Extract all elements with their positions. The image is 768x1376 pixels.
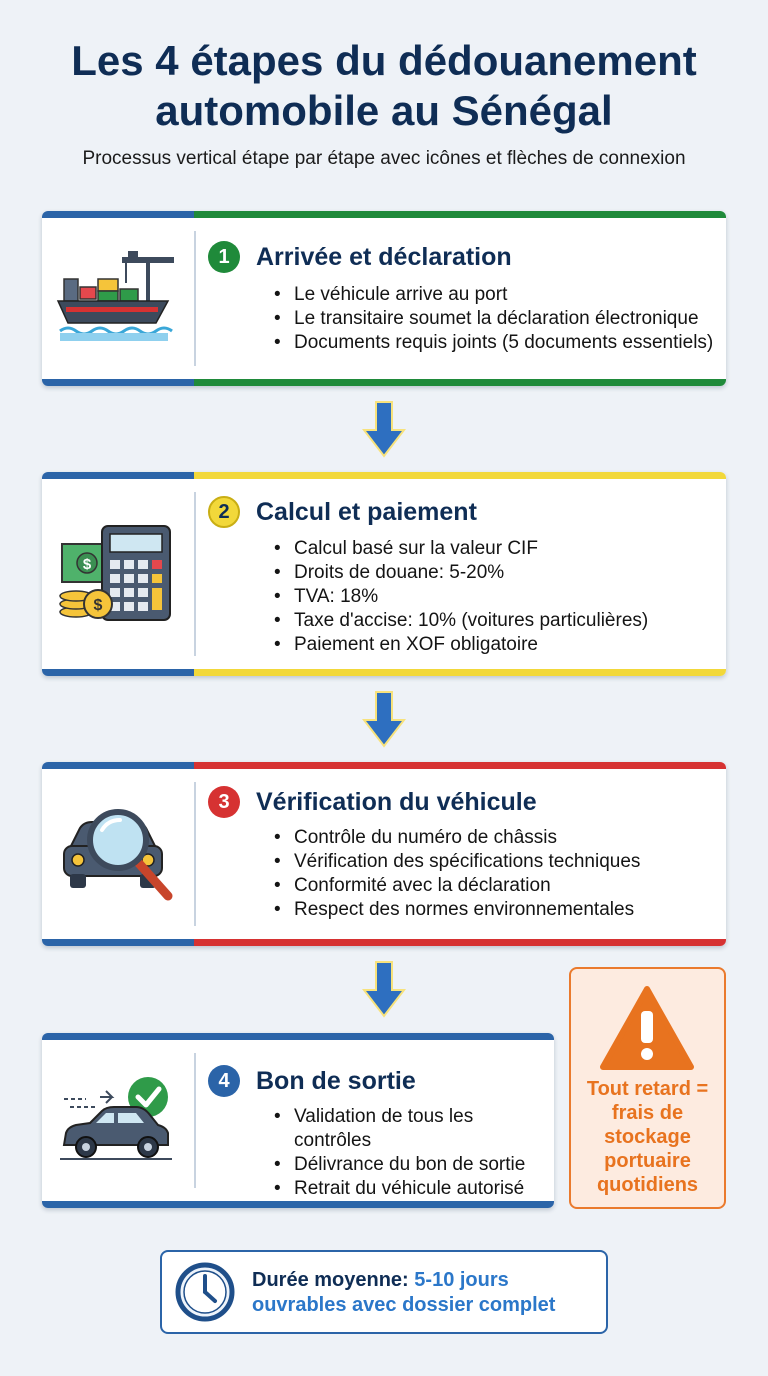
title-line-2: automobile au Sénégal — [155, 87, 613, 134]
list-item: Droits de douane: 5-20% — [274, 561, 648, 585]
list-item: TVA: 18% — [274, 585, 648, 609]
step-2-header: 2 Calcul et paiement — [208, 496, 477, 528]
list-item: Délivrance du bon de sortie — [274, 1153, 554, 1177]
list-item: Documents requis joints (5 documents ess… — [274, 331, 713, 355]
step-3-title: Vérification du véhicule — [256, 787, 537, 816]
arrow-down-icon — [361, 961, 407, 1018]
duration-text: Durée moyenne: 5-10 jours ouvrables avec… — [252, 1268, 602, 1318]
step-2-number: 2 — [208, 496, 240, 528]
step-1-title: Arrivée et déclaration — [256, 242, 512, 271]
car-magnifier-icon — [63, 809, 173, 901]
step-3-card: 3 Vérification du véhicule Contrôle du n… — [42, 762, 726, 946]
step-4-list: Validation de tous les contrôles Délivra… — [274, 1105, 554, 1201]
step-2-list: Calcul basé sur la valeur CIF Droits de … — [274, 537, 648, 657]
list-item: Paiement en XOF obligatoire — [274, 633, 648, 657]
svg-text:$: $ — [83, 556, 92, 573]
step-3-number: 3 — [208, 786, 240, 818]
duration-box: Durée moyenne: 5-10 jours ouvrables avec… — [160, 1250, 608, 1334]
list-item: Contrôle du numéro de châssis — [274, 826, 640, 850]
duration-rest: ouvrables avec dossier complet — [252, 1294, 556, 1316]
step-1-header: 1 Arrivée et déclaration — [208, 241, 512, 273]
page-subtitle: Processus vertical étape par étape avec … — [82, 148, 686, 169]
step-4-title: Bon de sortie — [256, 1066, 416, 1095]
list-item: Validation de tous les contrôles — [274, 1105, 554, 1153]
step-3-header: 3 Vérification du véhicule — [208, 786, 537, 818]
arrow-down-icon — [361, 691, 407, 748]
step-2-title: Calcul et paiement — [256, 497, 477, 526]
warning-box: Tout retard = frais de stockage portuair… — [569, 967, 726, 1209]
car-checkmark-icon — [60, 1077, 172, 1160]
list-item: Le véhicule arrive au port — [274, 283, 713, 307]
arrow-down-icon — [361, 401, 407, 458]
list-item: Calcul basé sur la valeur CIF — [274, 537, 648, 561]
title-line-1: Les 4 étapes du dédouanement — [71, 37, 697, 84]
list-item: Conformité avec la déclaration — [274, 874, 640, 898]
warning-triangle-icon — [600, 986, 694, 1070]
step-4-header: 4 Bon de sortie — [208, 1065, 416, 1097]
step-1-card: 1 Arrivée et déclaration Le véhicule arr… — [42, 211, 726, 386]
duration-label: Durée moyenne: — [252, 1269, 409, 1291]
list-item: Le transitaire soumet la déclaration éle… — [274, 307, 713, 331]
step-3-list: Contrôle du numéro de châssis Vérificati… — [274, 826, 640, 922]
step-4-number: 4 — [208, 1065, 240, 1097]
list-item: Vérification des spécifications techniqu… — [274, 850, 640, 874]
step-1-list: Le véhicule arrive au port Le transitair… — [274, 283, 713, 355]
page-title: Les 4 étapes du dédouanement automobile … — [0, 36, 768, 136]
svg-text:$: $ — [94, 597, 103, 614]
duration-value: 5-10 jours — [414, 1269, 509, 1291]
list-item: Retrait du véhicule autorisé — [274, 1177, 554, 1201]
calculator-money-icon: $ $ — [59, 525, 171, 621]
list-item: Respect des normes environnementales — [274, 898, 640, 922]
step-4-card: 4 Bon de sortie Validation de tous les c… — [42, 1033, 554, 1208]
clock-icon — [175, 1262, 235, 1322]
warning-text: Tout retard = frais de stockage portuair… — [586, 1078, 709, 1196]
step-1-number: 1 — [208, 241, 240, 273]
list-item: Taxe d'accise: 10% (voitures particulièr… — [274, 609, 648, 633]
step-2-card: $ $ 2 Calcul et paiement Calcul basé sur… — [42, 472, 726, 676]
cargo-ship-icon — [56, 251, 174, 341]
